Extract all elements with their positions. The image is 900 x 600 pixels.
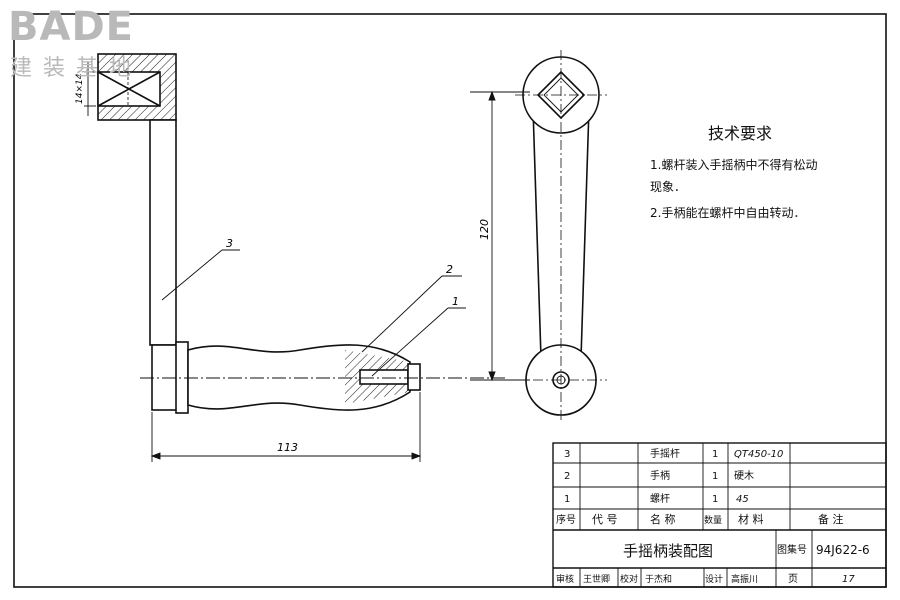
row1-qty: 1 — [712, 494, 718, 505]
row3-no: 3 — [564, 449, 570, 460]
header-qty: 数量 — [704, 514, 722, 526]
parts-list-grid — [552, 442, 887, 588]
atlas-no: 94J622-6 — [816, 543, 870, 557]
dim-length — [150, 392, 422, 462]
design-name: 高振川 — [731, 573, 758, 585]
row3-name: 手摇杆 — [650, 447, 680, 460]
crank-arm — [149, 119, 177, 346]
header-remark: 备 注 — [818, 512, 844, 526]
atlas-label: 图集号 — [777, 543, 807, 556]
row3-qty: 1 — [712, 449, 718, 460]
row2-qty: 1 — [712, 471, 718, 482]
collar-ring — [175, 341, 189, 414]
tech-line-2: 现象． — [650, 180, 687, 194]
tech-line-3: 2.手柄能在螺杆中自由转动． — [650, 206, 806, 220]
screw — [359, 369, 409, 385]
header-material: 材 料 — [738, 512, 764, 526]
header-no: 序号 — [556, 513, 576, 526]
design-label: 设计 — [705, 573, 723, 585]
row2-name: 手柄 — [650, 469, 670, 482]
row3-material: QT450-10 — [734, 449, 783, 460]
leader-1 — [371, 307, 466, 377]
review-label: 审核 — [556, 573, 574, 585]
row1-no: 1 — [564, 494, 570, 505]
check-name: 于杰和 — [645, 573, 672, 585]
logo-sub-text: 建装基地 — [10, 56, 143, 81]
dim-height — [470, 90, 530, 382]
dim-square-label: 14×14 — [75, 73, 85, 104]
dim-square — [84, 62, 96, 116]
header-code: 代 号 — [592, 513, 618, 526]
collar — [151, 344, 179, 411]
logo-watermark: BADE 建装基地 — [8, 4, 168, 84]
page-no: 17 — [842, 574, 855, 585]
callout-3: 3 — [226, 237, 233, 250]
dim-height-label: 120 — [478, 219, 491, 240]
screw-head — [407, 363, 421, 391]
leader-3 — [161, 249, 240, 301]
leader-2 — [361, 275, 462, 353]
callout-1: 1 — [452, 295, 459, 308]
drawing-title: 手摇柄装配图 — [623, 542, 713, 560]
header-name: 名 称 — [650, 512, 676, 526]
logo-main-text: BADE — [8, 4, 134, 50]
tech-line-1: 1.螺杆装入手摇柄中不得有松动 — [650, 158, 818, 172]
front-view — [97, 53, 421, 414]
row2-no: 2 — [564, 471, 570, 482]
callout-2: 2 — [446, 263, 453, 276]
review-name: 王世卿 — [583, 573, 610, 585]
row1-name: 螺杆 — [650, 493, 670, 505]
check-label: 校对 — [620, 573, 638, 585]
tech-title: 技术要求 — [708, 124, 773, 143]
row2-material: 硬木 — [734, 470, 754, 482]
dim-length-label: 113 — [277, 441, 298, 454]
page-label: 页 — [788, 573, 798, 585]
row1-material: 45 — [736, 494, 749, 505]
drawing-frame — [13, 13, 887, 588]
